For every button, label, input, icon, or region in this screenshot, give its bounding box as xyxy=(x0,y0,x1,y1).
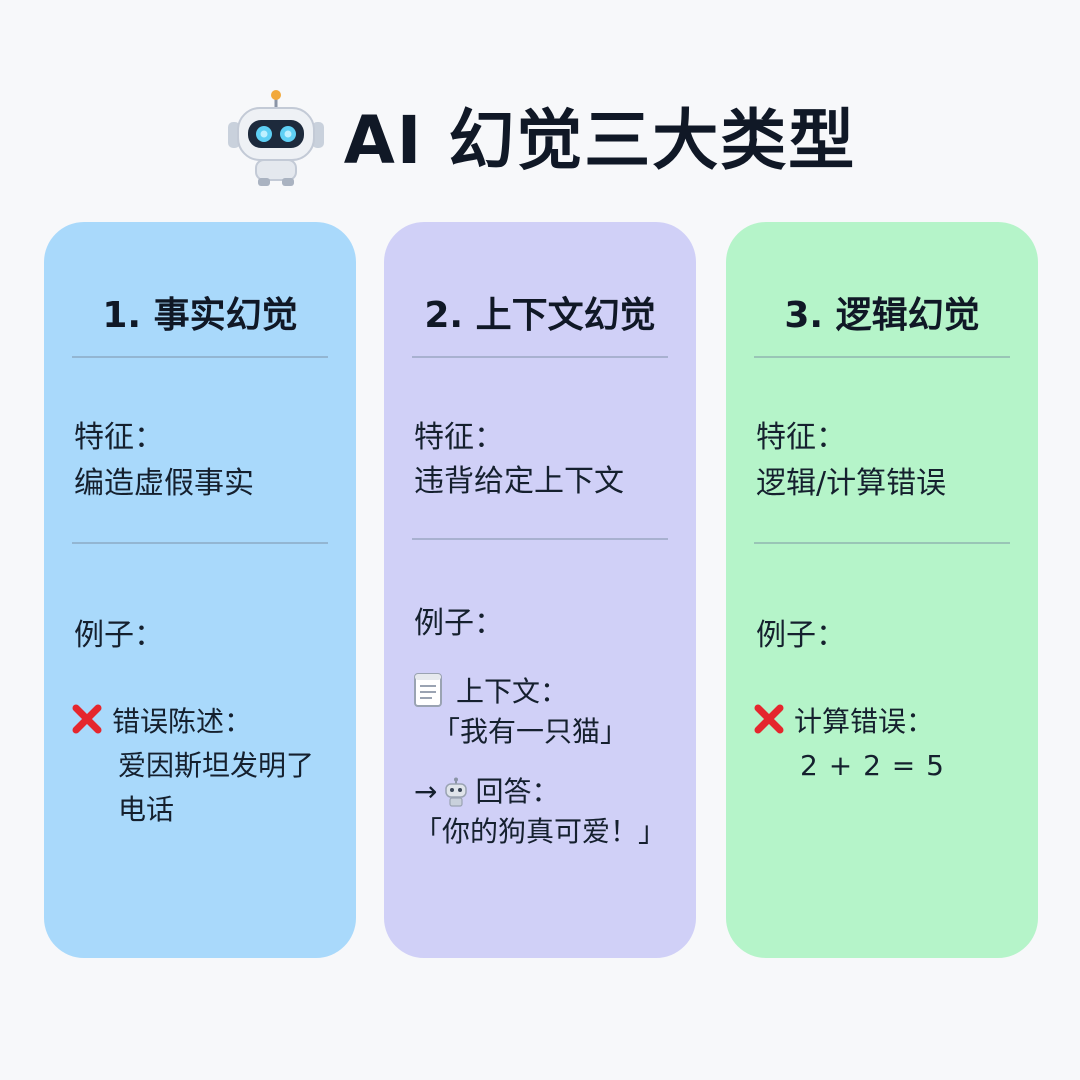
example-line: 电话 xyxy=(118,793,175,826)
card-title: 1. 事实幻觉 xyxy=(102,295,298,336)
example-label: 例子： xyxy=(756,618,846,653)
example-label: 例子： xyxy=(74,618,164,653)
divider xyxy=(754,356,1010,358)
document-icon xyxy=(414,673,442,707)
example-math: 2 + 2 = 5 xyxy=(800,749,945,782)
card-logic-hallucination: 3. 逻辑幻觉 特征： 逻辑/计算错误 例子： 计算错误： 2 + 2 = 5 xyxy=(726,222,1038,958)
arrow-icon: → xyxy=(414,775,438,808)
example-block: 错误陈述： 爱因斯坦发明了 电话 xyxy=(70,700,340,832)
card-title: 2. 上下文幻觉 xyxy=(424,295,656,336)
divider xyxy=(412,356,668,358)
cross-mark-icon xyxy=(754,704,784,734)
example-line: 爱因斯坦发明了 xyxy=(118,749,315,782)
answer-heading: 回答： xyxy=(475,775,560,808)
feature-label: 特征： xyxy=(756,420,846,455)
robot-icon xyxy=(227,90,324,186)
example-block: 计算错误： 2 + 2 = 5 xyxy=(752,700,1022,788)
example-heading: 错误陈述： xyxy=(112,705,253,738)
feature-value: 编造虚假事实 xyxy=(74,466,254,501)
card-title: 3. 逻辑幻觉 xyxy=(784,295,980,336)
answer-quote: 「你的狗真可爱！」 xyxy=(414,815,667,848)
robot-icon xyxy=(445,777,468,807)
example-heading: 计算错误： xyxy=(794,705,935,738)
context-example-block: 上下文： 「我有一只猫」 → 回答： 「你的狗真可爱！」 xyxy=(414,672,694,852)
context-quote: 「我有一只猫」 xyxy=(432,715,629,748)
example-label: 例子： xyxy=(414,606,504,641)
card-factual-hallucination: 1. 事实幻觉 特征： 编造虚假事实 例子： 错误陈述： 爱因斯坦发明了 电话 xyxy=(44,222,356,958)
feature-value: 逻辑/计算错误 xyxy=(756,466,947,501)
feature-label: 特征： xyxy=(414,420,504,455)
card-context-hallucination: 2. 上下文幻觉 特征： 违背给定上下文 例子： 上下文： 「我有一只猫」 → xyxy=(384,222,696,958)
context-heading: 上下文： xyxy=(456,675,569,708)
title-bar: AI 幻觉三大类型 xyxy=(0,80,1080,190)
page-title: AI 幻觉三大类型 xyxy=(343,102,857,179)
feature-label: 特征： xyxy=(74,420,164,455)
divider xyxy=(412,538,668,540)
divider xyxy=(72,542,328,544)
divider xyxy=(754,542,1010,544)
feature-value: 违背给定上下文 xyxy=(414,464,624,499)
cross-mark-icon xyxy=(72,704,102,734)
divider xyxy=(72,356,328,358)
